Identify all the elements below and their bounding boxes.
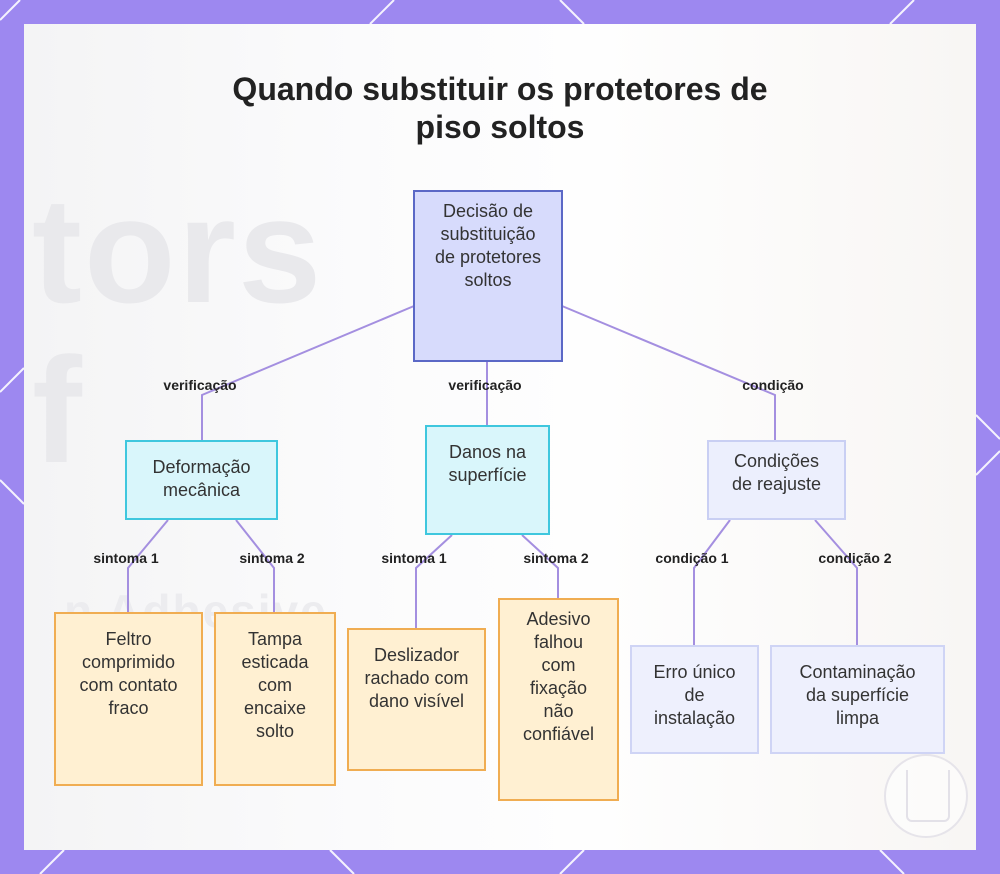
edge-label-root-deformation: verificação <box>163 377 237 393</box>
node-felt-label: Feltro comprimido com contato fraco <box>79 629 178 718</box>
edge-surf-slider <box>415 534 453 628</box>
edge-label-surf-adhesive: sintoma 2 <box>523 550 589 566</box>
node-contamination-label: Contaminação da superfície limpa <box>799 662 916 728</box>
edge-cond-single <box>693 519 731 645</box>
edge-label-root-conditions: condição <box>742 377 804 393</box>
edge-label-root-surface: verificação <box>448 377 522 393</box>
edge-cond-contam <box>814 519 858 645</box>
node-surface-damage-label: Danos na superfície <box>448 442 527 485</box>
node-conditions: Condições de reajuste <box>707 440 846 520</box>
node-cap: Tampa esticada com encaixe solto <box>214 612 336 786</box>
node-adhesive-label: Adesivo falhou com fixação não confiável <box>522 609 595 744</box>
node-adhesive: Adesivo falhou com fixação não confiável <box>498 598 619 801</box>
node-single-install-label: Erro único de instalação <box>653 662 736 728</box>
edge-def-felt <box>127 519 169 612</box>
node-cap-label: Tampa esticada com encaixe solto <box>241 629 309 741</box>
node-deformation-label: Deformação mecânica <box>152 457 251 500</box>
edge-label-cond-single: condição 1 <box>655 550 729 566</box>
node-deformation: Deformação mecânica <box>125 440 278 520</box>
edge-label-cond-contam: condição 2 <box>818 550 892 566</box>
edge-surf-adhesive <box>521 534 559 598</box>
node-root: Decisão de substituição de protetores so… <box>413 190 563 362</box>
node-felt: Feltro comprimido com contato fraco <box>54 612 203 786</box>
edge-def-cap <box>235 519 275 612</box>
watermark-logo <box>884 754 968 838</box>
edge-label-def-felt: sintoma 1 <box>93 550 159 566</box>
node-contamination: Contaminação da superfície limpa <box>770 645 945 754</box>
background-text-line-2: f <box>32 326 84 494</box>
node-slider: Deslizador rachado com dano visível <box>347 628 486 771</box>
node-conditions-label: Condições de reajuste <box>731 451 822 494</box>
node-single-install: Erro único de instalação <box>630 645 759 754</box>
node-slider-label: Deslizador rachado com dano visível <box>364 645 469 711</box>
edge-root-conditions <box>561 305 776 440</box>
edge-label-def-cap: sintoma 2 <box>239 550 305 566</box>
diagram-title: Quando substituir os protetores de piso … <box>232 71 768 145</box>
edge-root-deformation <box>201 305 415 440</box>
node-root-label: Decisão de substituição de protetores so… <box>434 201 542 290</box>
background-text-line-1: tors <box>32 166 324 334</box>
edge-label-surf-slider: sintoma 1 <box>381 550 447 566</box>
node-surface-damage: Danos na superfície <box>425 425 550 535</box>
